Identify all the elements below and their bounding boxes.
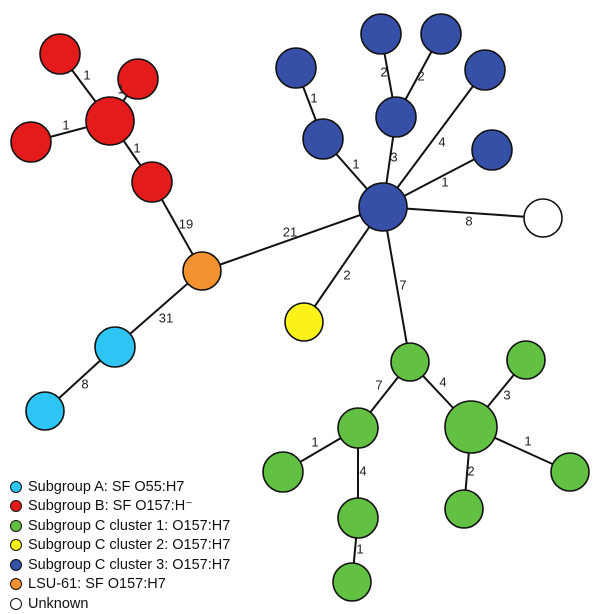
edge-label-r5-r2: 1 <box>62 117 69 132</box>
legend-item-c1: Subgroup C cluster 1: O157:H7 <box>10 516 230 536</box>
edge-label-g3-g4: 3 <box>503 387 510 402</box>
node-b6 <box>464 49 506 91</box>
legend-swatch <box>10 578 22 591</box>
node-r3 <box>117 58 159 100</box>
node-o1 <box>182 251 222 291</box>
legend-item-c3: Subgroup C cluster 3: O157:H7 <box>10 555 230 575</box>
edge-label-g1-g3: 4 <box>439 374 446 389</box>
edge-label-o1-bh: 21 <box>283 224 297 239</box>
edge-label-b6-bh: 4 <box>438 134 445 149</box>
legend-label: Subgroup C cluster 1: O157:H7 <box>28 517 231 534</box>
legend-label: Subgroup C cluster 3: O157:H7 <box>28 556 231 573</box>
edge-bh-w1 <box>382 206 544 219</box>
edge-label-g2-g8: 4 <box>359 463 366 478</box>
node-g9 <box>332 562 372 602</box>
node-a2 <box>25 391 65 431</box>
edge-label-b7-bh: 1 <box>441 174 448 189</box>
node-r5 <box>10 121 52 163</box>
node-g2 <box>337 407 379 449</box>
edge-label-g1-g2: 7 <box>375 377 382 392</box>
legend-item-c2: Subgroup C cluster 2: O157:H7 <box>10 536 230 556</box>
node-b7 <box>471 129 513 171</box>
node-r4 <box>131 161 173 203</box>
node-g3 <box>444 400 498 454</box>
legend-swatch <box>10 480 22 493</box>
node-b1 <box>275 47 317 89</box>
edge-label-o1-a1: 31 <box>159 310 173 325</box>
node-b5 <box>420 13 462 55</box>
legend-swatch <box>10 558 22 571</box>
edge-o1-bh <box>201 206 384 272</box>
edge-label-bh-g1: 7 <box>399 277 406 292</box>
edge-label-r4-o1: 19 <box>179 216 193 231</box>
node-b4 <box>375 96 417 138</box>
node-r1 <box>39 33 81 75</box>
legend-label: LSU-61: SF O157:H7 <box>28 576 166 593</box>
edge-b6-bh <box>382 69 486 208</box>
edge-bh-g1 <box>382 206 411 363</box>
edge-label-b1-b2: 1 <box>310 90 317 105</box>
edge-label-r3-r2: 1 <box>117 81 124 96</box>
edge-label-bh-w1: 8 <box>465 213 472 228</box>
legend-swatch <box>10 519 22 532</box>
legend-swatch <box>10 500 22 513</box>
node-g7 <box>262 451 304 493</box>
node-g8 <box>337 497 379 539</box>
edge-label-b3-b4: 2 <box>380 64 387 79</box>
edge-label-g8-g9: 1 <box>356 541 363 556</box>
edge-label-g3-g6: 2 <box>467 463 474 478</box>
edge-label-b2-bh: 1 <box>352 156 359 171</box>
node-w1 <box>523 198 563 238</box>
legend-item-u: Unknown <box>10 594 230 614</box>
node-g4 <box>506 340 546 380</box>
edge-label-bh-y1: 2 <box>343 267 350 282</box>
nodes-layer <box>10 13 590 602</box>
edge-label-g3-g5: 1 <box>524 433 531 448</box>
legend-label: Subgroup B: SF O157:H⁻ <box>28 498 193 515</box>
legend-item-lsu: LSU-61: SF O157:H7 <box>10 575 230 595</box>
legend-label: Subgroup C cluster 2: O157:H7 <box>28 537 231 554</box>
edge-label-r2-r4: 1 <box>133 140 140 155</box>
legend-item-b: Subgroup B: SF O157:H⁻ <box>10 497 230 517</box>
edge-label-g2-g7: 1 <box>311 434 318 449</box>
node-a1 <box>94 326 136 368</box>
legend-label: Unknown <box>28 595 89 612</box>
node-g5 <box>550 452 590 492</box>
legend-swatch <box>10 539 22 552</box>
edge-label-b5-b4: 2 <box>417 68 424 83</box>
node-bh <box>358 182 408 232</box>
legend-swatch <box>10 597 22 610</box>
edge-label-b4-bh: 3 <box>390 149 397 164</box>
legend-label: Subgroup A: SF O55:H7 <box>28 478 185 495</box>
node-r2 <box>85 96 135 146</box>
node-g6 <box>444 489 484 529</box>
node-g1 <box>390 342 430 382</box>
edge-label-r1-r2: 1 <box>83 67 90 82</box>
edge-label-a1-a2: 8 <box>81 376 88 391</box>
node-y1 <box>284 302 324 342</box>
node-b3 <box>360 13 402 55</box>
legend-item-a: Subgroup A: SF O55:H7 <box>10 477 230 497</box>
node-b2 <box>302 118 344 160</box>
